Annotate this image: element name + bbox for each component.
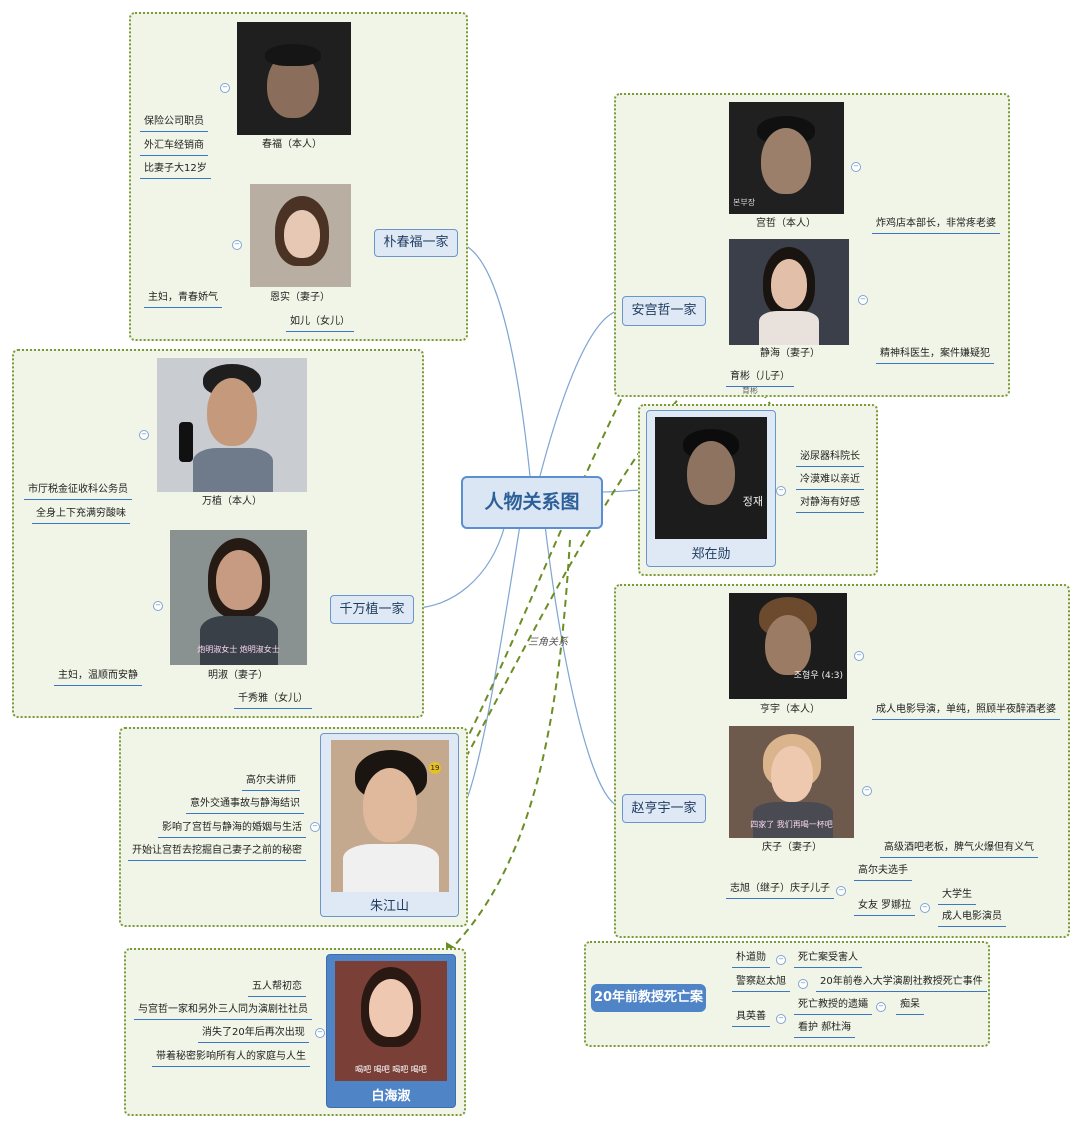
bai-trait-2: 消失了20年后再次出现 <box>198 1026 309 1043</box>
bai-collapse-icon[interactable]: − <box>315 1028 325 1038</box>
zhu-trait-0: 高尔夫讲师 <box>242 774 300 791</box>
jinghai-collapse-icon[interactable]: − <box>858 295 868 305</box>
case-node[interactable]: 20年前教授死亡案 <box>591 984 706 1012</box>
enshi-label: 恩实（妻子） <box>270 292 330 303</box>
mingshu-photo: 炮明淑女士 炮明淑女士 <box>170 530 307 665</box>
zhu-name: 朱江山 <box>369 899 409 914</box>
zhu-collapse-icon[interactable]: − <box>310 822 320 832</box>
jinghai-trait: 精神科医生，案件嫌疑犯 <box>876 347 994 364</box>
girlfriend-trait-1: 成人电影演员 <box>938 910 1006 927</box>
case-person-2-collapse-icon[interactable]: − <box>776 1014 786 1024</box>
gongzhe-trait: 炸鸡店本部长，非常疼老婆 <box>872 217 1000 234</box>
gongzhe-label: 宫哲（本人） <box>756 218 816 229</box>
gongzhe-photo: 본부장 <box>729 102 844 214</box>
bai-trait-0: 五人帮初恋 <box>248 980 306 997</box>
case-person-2-detail-0: 死亡教授的遗孀 <box>794 998 872 1015</box>
bai-trait-3: 带着秘密影响所有人的家庭与人生 <box>152 1050 310 1067</box>
hengyu-collapse-icon[interactable]: − <box>854 651 864 661</box>
enshi-collapse-icon[interactable]: − <box>232 240 242 250</box>
case-person-2: 具英善 <box>732 1010 770 1027</box>
case-person-1-detail: 20年前卷入大学演剧社教授死亡事件 <box>816 975 987 992</box>
case-person-2-sub: 痴呆 <box>896 998 924 1015</box>
zheng-name: 郑在勋 <box>691 547 731 562</box>
zheng-trait-0: 泌尿器科院长 <box>796 450 864 467</box>
zhu-trait-1: 意外交通事故与静海结识 <box>186 797 304 814</box>
zheng-card[interactable]: 정재 郑在勋 <box>646 410 776 567</box>
cheon-family-node[interactable]: 千万植一家 <box>330 595 414 624</box>
jinghai-photo <box>729 239 849 345</box>
wanzhi-trait-0: 市厅税金征收科公务员 <box>24 483 132 500</box>
mingshu-trait: 主妇，温顺而安静 <box>54 669 142 686</box>
ruer-label: 如儿（女儿） <box>286 315 354 332</box>
an-family-node[interactable]: 安宫哲一家 <box>622 296 706 326</box>
zhu-card[interactable]: 19 朱江山 <box>320 733 459 917</box>
zhixu-trait-0: 高尔夫选手 <box>854 864 912 881</box>
wanzhi-label: 万植（本人） <box>202 496 262 507</box>
zhixu-trait-1: 女友 罗娜拉 <box>854 899 916 916</box>
chunfu-trait-0: 保险公司职员 <box>140 115 208 132</box>
age-badge: 19 <box>429 762 441 774</box>
wanzhi-collapse-icon[interactable]: − <box>139 430 149 440</box>
qingzi-collapse-icon[interactable]: − <box>862 786 872 796</box>
yubin-arrow-label: 育彬 <box>742 386 758 395</box>
wanzhi-trait-1: 全身上下充满穷酸味 <box>32 507 130 524</box>
enshi-photo <box>250 184 351 287</box>
mingshu-label: 明淑（妻子） <box>208 670 268 681</box>
triangle-relation-label: 三角关系 <box>528 637 568 648</box>
chunfu-label: 春福（本人） <box>262 139 322 150</box>
wanzhi-photo <box>157 358 307 492</box>
enshi-trait: 主妇，青春娇气 <box>144 291 222 308</box>
case-person-0: 朴道勋 <box>732 951 770 968</box>
qingzi-label: 庆子（妻子） <box>762 842 822 853</box>
zheng-trait-2: 对静海有好感 <box>796 496 864 513</box>
case-person-0-detail: 死亡案受害人 <box>794 951 862 968</box>
bai-name: 白海淑 <box>371 1089 411 1104</box>
zhu-trait-3: 开始让宫哲去挖掘自己妻子之前的秘密 <box>128 844 306 861</box>
chunfu-collapse-icon[interactable]: − <box>220 83 230 93</box>
jinghai-label: 静海（妻子） <box>760 348 820 359</box>
relationship-title[interactable]: 人物关系图 <box>461 476 603 529</box>
zhu-photo: 19 <box>331 740 449 892</box>
case-person-1-collapse-icon[interactable]: − <box>798 979 808 989</box>
zhu-trait-2: 影响了宫哲与静海的婚姻与生活 <box>158 821 306 838</box>
qingzi-photo: 四家了 我们再喝一杯吧 <box>729 726 854 838</box>
zheng-trait-1: 冷漠难以亲近 <box>796 473 864 490</box>
bai-card[interactable]: 喝吧 喝吧 喝吧 喝吧 白海淑 <box>326 954 456 1108</box>
mingshu-collapse-icon[interactable]: − <box>153 601 163 611</box>
bai-photo: 喝吧 喝吧 喝吧 喝吧 <box>335 961 447 1081</box>
girlfriend-trait-0: 大学生 <box>938 888 976 905</box>
hengyu-trait: 成人电影导演，单纯，照顾半夜醉酒老婆 <box>872 703 1060 720</box>
hengyu-photo: 조형우 (4:3) <box>729 593 847 699</box>
yubin-label: 育彬（儿子） <box>726 370 794 387</box>
chunfu-trait-2: 比妻子大12岁 <box>140 162 211 179</box>
case-person-2-detail-1: 看护 郝杜海 <box>794 1021 856 1038</box>
xiuya-label: 千秀雅（女儿） <box>234 692 312 709</box>
case-person-2-sub-collapse-icon[interactable]: − <box>876 1002 886 1012</box>
girlfriend-collapse-icon[interactable]: − <box>920 903 930 913</box>
chunfu-photo <box>237 22 351 135</box>
case-person-1: 警察赵太旭 <box>732 975 790 992</box>
case-person-0-collapse-icon[interactable]: − <box>776 955 786 965</box>
hengyu-label: 亨宇（本人） <box>760 704 820 715</box>
zhao-family-node[interactable]: 赵亨宇一家 <box>622 794 706 823</box>
zhixu-collapse-icon[interactable]: − <box>836 886 846 896</box>
zhixu-label: 志旭（继子）庆子儿子 <box>726 882 834 899</box>
park-family-node[interactable]: 朴春福一家 <box>374 229 458 257</box>
chunfu-trait-1: 外汇车经销商 <box>140 139 208 156</box>
zheng-collapse-icon[interactable]: − <box>776 486 786 496</box>
gongzhe-collapse-icon[interactable]: − <box>851 162 861 172</box>
qingzi-trait: 高级酒吧老板，脾气火爆但有义气 <box>880 841 1038 858</box>
bai-trait-1: 与宫哲一家和另外三人同为演剧社社员 <box>134 1003 312 1020</box>
zheng-photo: 정재 <box>655 417 767 539</box>
